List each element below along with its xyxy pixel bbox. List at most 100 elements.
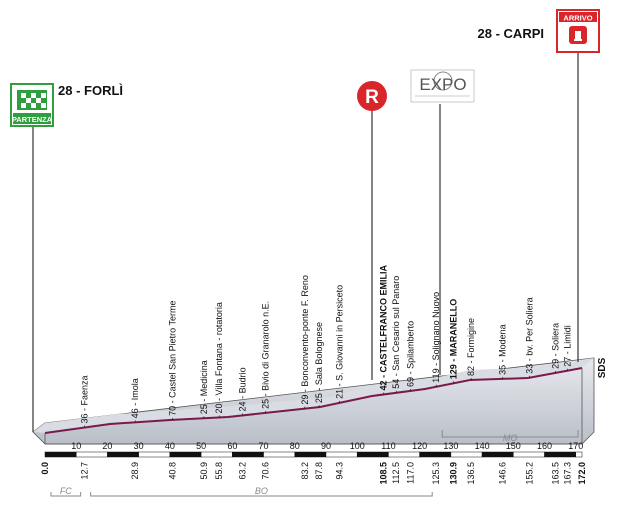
province-bracket [441, 430, 579, 438]
start-badge-label: PARTENZA [12, 115, 53, 124]
km-tick-label: 30 [134, 441, 144, 451]
province-bracket [90, 492, 433, 497]
profile-block [32, 357, 595, 445]
scale-segment [575, 451, 583, 458]
profile-top-face [33, 358, 594, 433]
km-tick-label: 50 [196, 441, 206, 451]
place-label: 82 - Formigine [466, 318, 476, 376]
distance-label: 0.0 [40, 462, 50, 475]
place-label: 27 - Limidi [562, 325, 572, 367]
province-brackets: FC BO MO [50, 430, 579, 497]
km-tick-label: 100 [350, 441, 365, 451]
scale-segment [325, 451, 358, 458]
km-tick-label: 160 [537, 441, 552, 451]
refuel-marker: R [357, 81, 387, 380]
km-tick-label: 140 [475, 441, 490, 451]
place-label: 129 - MARANELLO [449, 299, 459, 380]
distance-label: 28.9 [130, 462, 140, 480]
expo-logo-text: EXPO [419, 75, 466, 94]
scale-segment [75, 451, 108, 458]
scale-segment [388, 451, 420, 458]
province-label: MO [503, 433, 518, 443]
province-label: FC [60, 486, 72, 496]
place-label: 119 - Solignano Nuovo [431, 292, 441, 383]
distance-label: 172.0 [577, 462, 587, 485]
finish-stage-label: 28 - CARPI [478, 26, 544, 41]
expo-logo [410, 69, 475, 103]
place-label: 69 - Spilamberto [405, 321, 415, 387]
place-label: 54 - San Cesario sul Panaro [391, 276, 401, 389]
distance-label: 112.5 [391, 462, 401, 484]
checkered-flag-icon [17, 90, 47, 110]
scale-segment [232, 451, 264, 458]
start-marker: PARTENZA 28 - FORLÌ [10, 83, 123, 432]
scale-segment [356, 451, 389, 458]
km-tick-label: 20 [102, 441, 112, 451]
distance-label: 108.5 [379, 462, 389, 485]
scale-segment [169, 451, 202, 458]
distance-label: 163.5 [550, 462, 560, 485]
place-label: 21 - S. Giovanni in Persiceto [334, 285, 344, 399]
distance-label: 12.7 [80, 462, 90, 480]
place-label: 46 - Imola [130, 378, 140, 418]
distance-label: 87.8 [314, 462, 324, 480]
place-label: 25 - Medicina [199, 360, 209, 414]
scale-segment [107, 451, 139, 458]
distance-label: 117.0 [405, 462, 415, 484]
km-tick-label: 80 [290, 441, 300, 451]
finish-marker: ARRIVO 28 - CARPI [478, 9, 600, 362]
km-tick-label: 120 [412, 441, 427, 451]
km-tick-label: 60 [227, 441, 237, 451]
place-label: 33 - bv. Per Soliera [525, 297, 535, 373]
place-label: 24 - Budrio [237, 367, 247, 411]
distance-label: 55.8 [214, 462, 224, 480]
refuel-letter: R [365, 87, 379, 108]
scale-segment [294, 451, 327, 458]
distance-label: 94.3 [334, 462, 344, 480]
km-tick-label: 170 [568, 441, 583, 451]
place-label: 70 - Castel San Pietro Terme [167, 300, 177, 415]
place-label: 20 - Villa Fontana - rotatoria [214, 302, 224, 413]
distance-label: 63.2 [237, 462, 247, 480]
scale-segment [513, 451, 545, 458]
finish-badge-label: ARRIVO [563, 14, 592, 23]
place-label: 42 - CASTELFRANCO EMILIA [379, 264, 389, 390]
place-labels: 36 - Faenza 46 - Imola 70 - Castel San Pie… [80, 264, 572, 428]
distance-label: 125.3 [431, 462, 441, 485]
scale-segment [263, 451, 296, 458]
province-label: BO [255, 486, 268, 496]
scale-segment [44, 451, 77, 458]
scale-segment [481, 451, 514, 458]
distance-label: 167.3 [562, 462, 572, 485]
finish-flag-icon [569, 26, 587, 44]
place-label: 25 - Bivio di Granarolo n.E. [260, 301, 270, 409]
distance-label: 40.8 [167, 462, 177, 480]
km-tick-label: 70 [259, 441, 269, 451]
km-tick-label: 10 [71, 441, 81, 451]
distance-label: 146.6 [498, 462, 508, 485]
km-tick-label: 90 [321, 441, 331, 451]
province-bracket [50, 492, 82, 497]
scale-segment [138, 451, 171, 458]
distance-label: 70.6 [260, 462, 270, 480]
distance-label: 83.2 [300, 462, 310, 480]
km-tick-label: 130 [443, 441, 458, 451]
refuel-badge [357, 81, 387, 111]
place-label: 35 - Modena [498, 324, 508, 375]
scale-segment [450, 451, 483, 458]
scale-segment [544, 451, 577, 458]
scale-segment [419, 451, 452, 458]
place-label: 25 - Sala Bolognese [314, 322, 324, 403]
distance-label: 130.9 [449, 462, 459, 485]
profile-line [44, 367, 583, 434]
km-scale-bar [44, 451, 583, 458]
place-label: 36 - Faenza [80, 375, 90, 423]
start-stage-label: 28 - FORLÌ [58, 83, 123, 98]
road-label: SDS [597, 357, 608, 378]
km-tick-label: 40 [165, 441, 175, 451]
km-tick-label: 150 [506, 441, 521, 451]
place-label: 29 - Soliera [550, 323, 560, 369]
